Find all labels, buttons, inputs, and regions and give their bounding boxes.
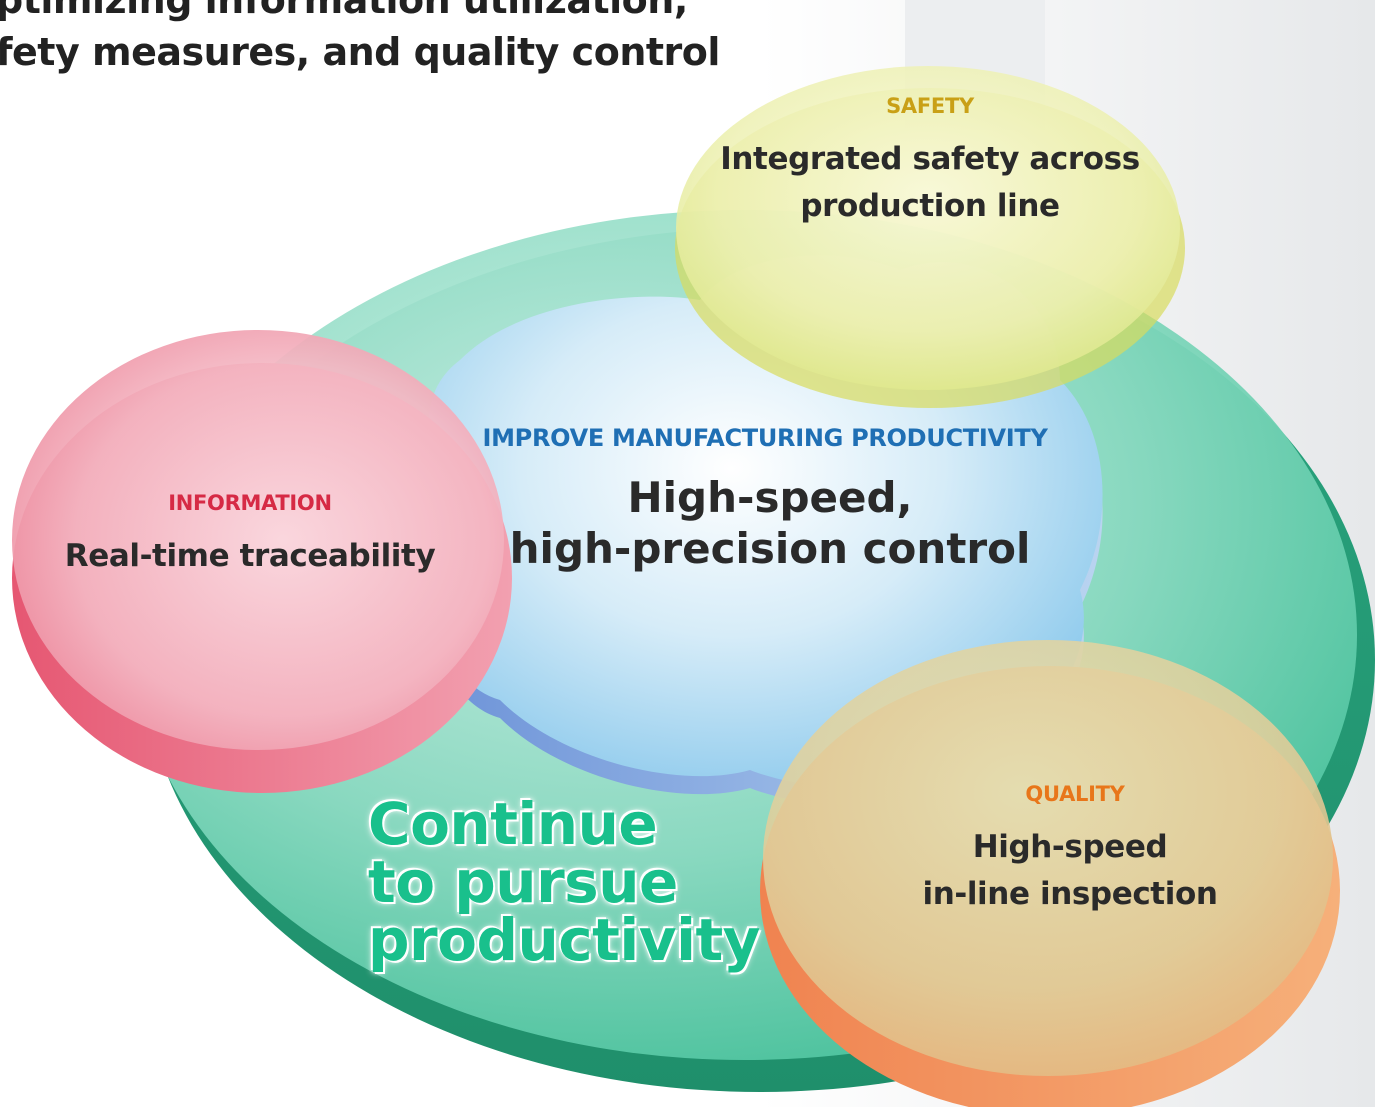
page-title-line-1: ptimizing information utilization, [0, 0, 688, 22]
safety-description-line-2: production line [800, 188, 1060, 225]
quality-disc [760, 640, 1340, 1107]
slogan: Continue to pursue productivity [368, 790, 761, 974]
safety-description-line-1: Integrated safety across [720, 141, 1140, 177]
quality-description-line-2: in-line inspection [922, 876, 1218, 913]
center-description-line-1: High-speed, [627, 473, 913, 522]
center-description: High-speed, high-precision control [470, 472, 1070, 574]
center-kicker: IMPROVE MANUFACTURING PRODUCTIVITY [482, 424, 1048, 452]
information-disc [12, 330, 512, 793]
safety-description: Integrated safety across production line [700, 136, 1160, 230]
information-kicker: INFORMATION [168, 491, 332, 515]
page-title-line-2: fety measures, and quality control [0, 30, 720, 74]
quality-kicker: QUALITY [1025, 782, 1125, 806]
quality-description: High-speed in-line inspection [880, 824, 1260, 918]
information-description: Real-time traceability [64, 538, 436, 574]
slogan-line-1: Continue [368, 790, 658, 858]
center-description-line-2: high-precision control [509, 524, 1031, 574]
safety-kicker: SAFETY [886, 94, 974, 118]
slogan-line-2: to pursue [368, 848, 678, 916]
safety-disc [675, 66, 1185, 408]
quality-description-line-1: High-speed [972, 829, 1168, 865]
slogan-line-3: productivity [368, 906, 761, 974]
